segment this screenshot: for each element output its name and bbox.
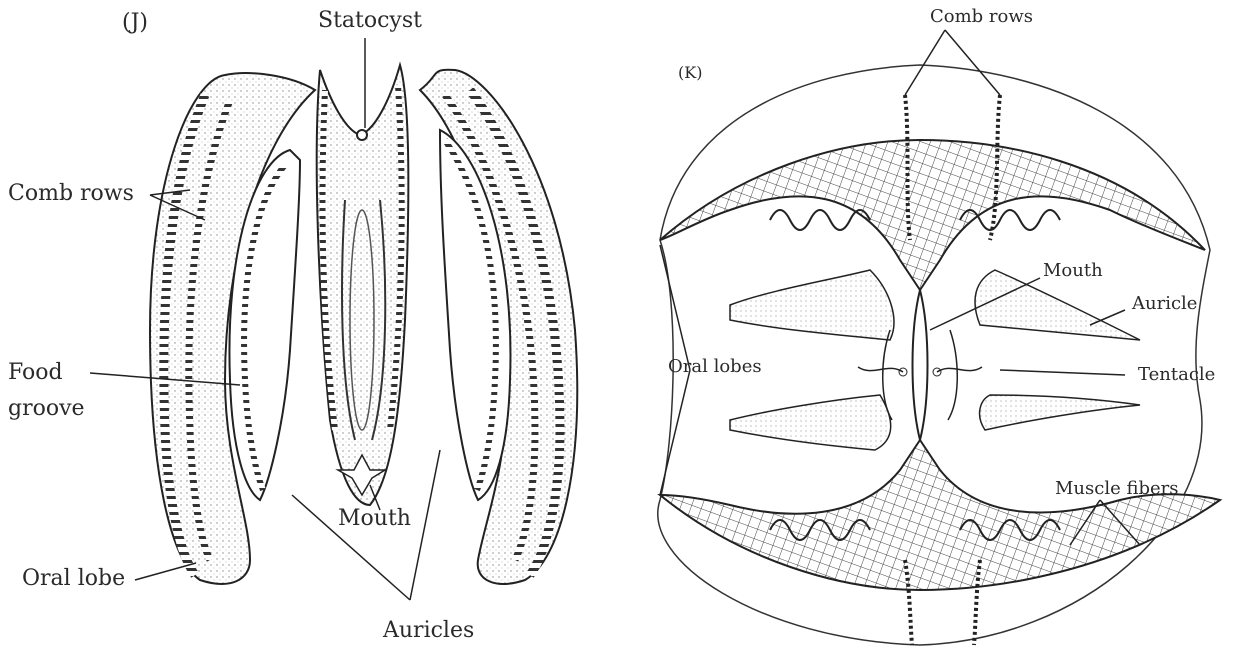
panel-k-lobate-ctenophore-top-view: (K) Comb rows Mouth Auricle Oral lobes T… <box>620 0 1234 652</box>
label-comb-rows-k: Comb rows <box>930 8 1033 26</box>
tentacle-left <box>858 367 903 372</box>
lower-muscle-band <box>660 440 1220 590</box>
label-oral-lobe: Oral lobe <box>22 568 125 590</box>
left-lower-auricle <box>730 395 891 450</box>
label-oral-lobes-k: Oral lobes <box>668 358 762 376</box>
panel-k-tag: (K) <box>678 65 702 81</box>
label-mouth-k: Mouth <box>1043 262 1103 280</box>
label-statocyst: Statocyst <box>318 10 422 32</box>
leader-tentacle <box>1000 370 1125 375</box>
leader-oral-lobe <box>135 563 196 580</box>
label-comb-rows: Comb rows <box>8 183 134 205</box>
central-mouth <box>913 290 928 440</box>
label-auricles: Auricles <box>383 620 474 642</box>
statocyst-organ <box>357 130 367 140</box>
leader-oral-lobes-1 <box>660 245 690 370</box>
panel-j-lobate-ctenophore-side-view: (J) Statocyst Comb rows Food groove Mout… <box>0 0 620 652</box>
label-auricle-k: Auricle <box>1132 295 1197 313</box>
leader-comb-rows-2 <box>945 30 1000 95</box>
upper-muscle-band <box>660 140 1205 290</box>
label-muscle-fibers-k: Muscle fibers <box>1055 480 1179 498</box>
leader-oral-lobes-2 <box>660 370 690 495</box>
panel-j-tag: (J) <box>122 12 148 34</box>
tentacle-right <box>937 367 982 372</box>
panel-j-illustration <box>0 0 620 652</box>
leader-comb-rows-1 <box>905 30 945 95</box>
label-groove: groove <box>8 398 85 420</box>
canal-upper-right <box>960 210 1060 230</box>
label-mouth: Mouth <box>338 508 411 530</box>
label-tentacle-k: Tentacle <box>1138 366 1215 384</box>
canal-upper-left <box>770 210 870 230</box>
label-food: Food <box>8 362 63 384</box>
leader-auricles-right <box>410 450 440 600</box>
left-upper-auricle <box>730 270 894 340</box>
right-lower-auricle <box>980 395 1140 430</box>
panel-k-illustration <box>620 0 1234 652</box>
